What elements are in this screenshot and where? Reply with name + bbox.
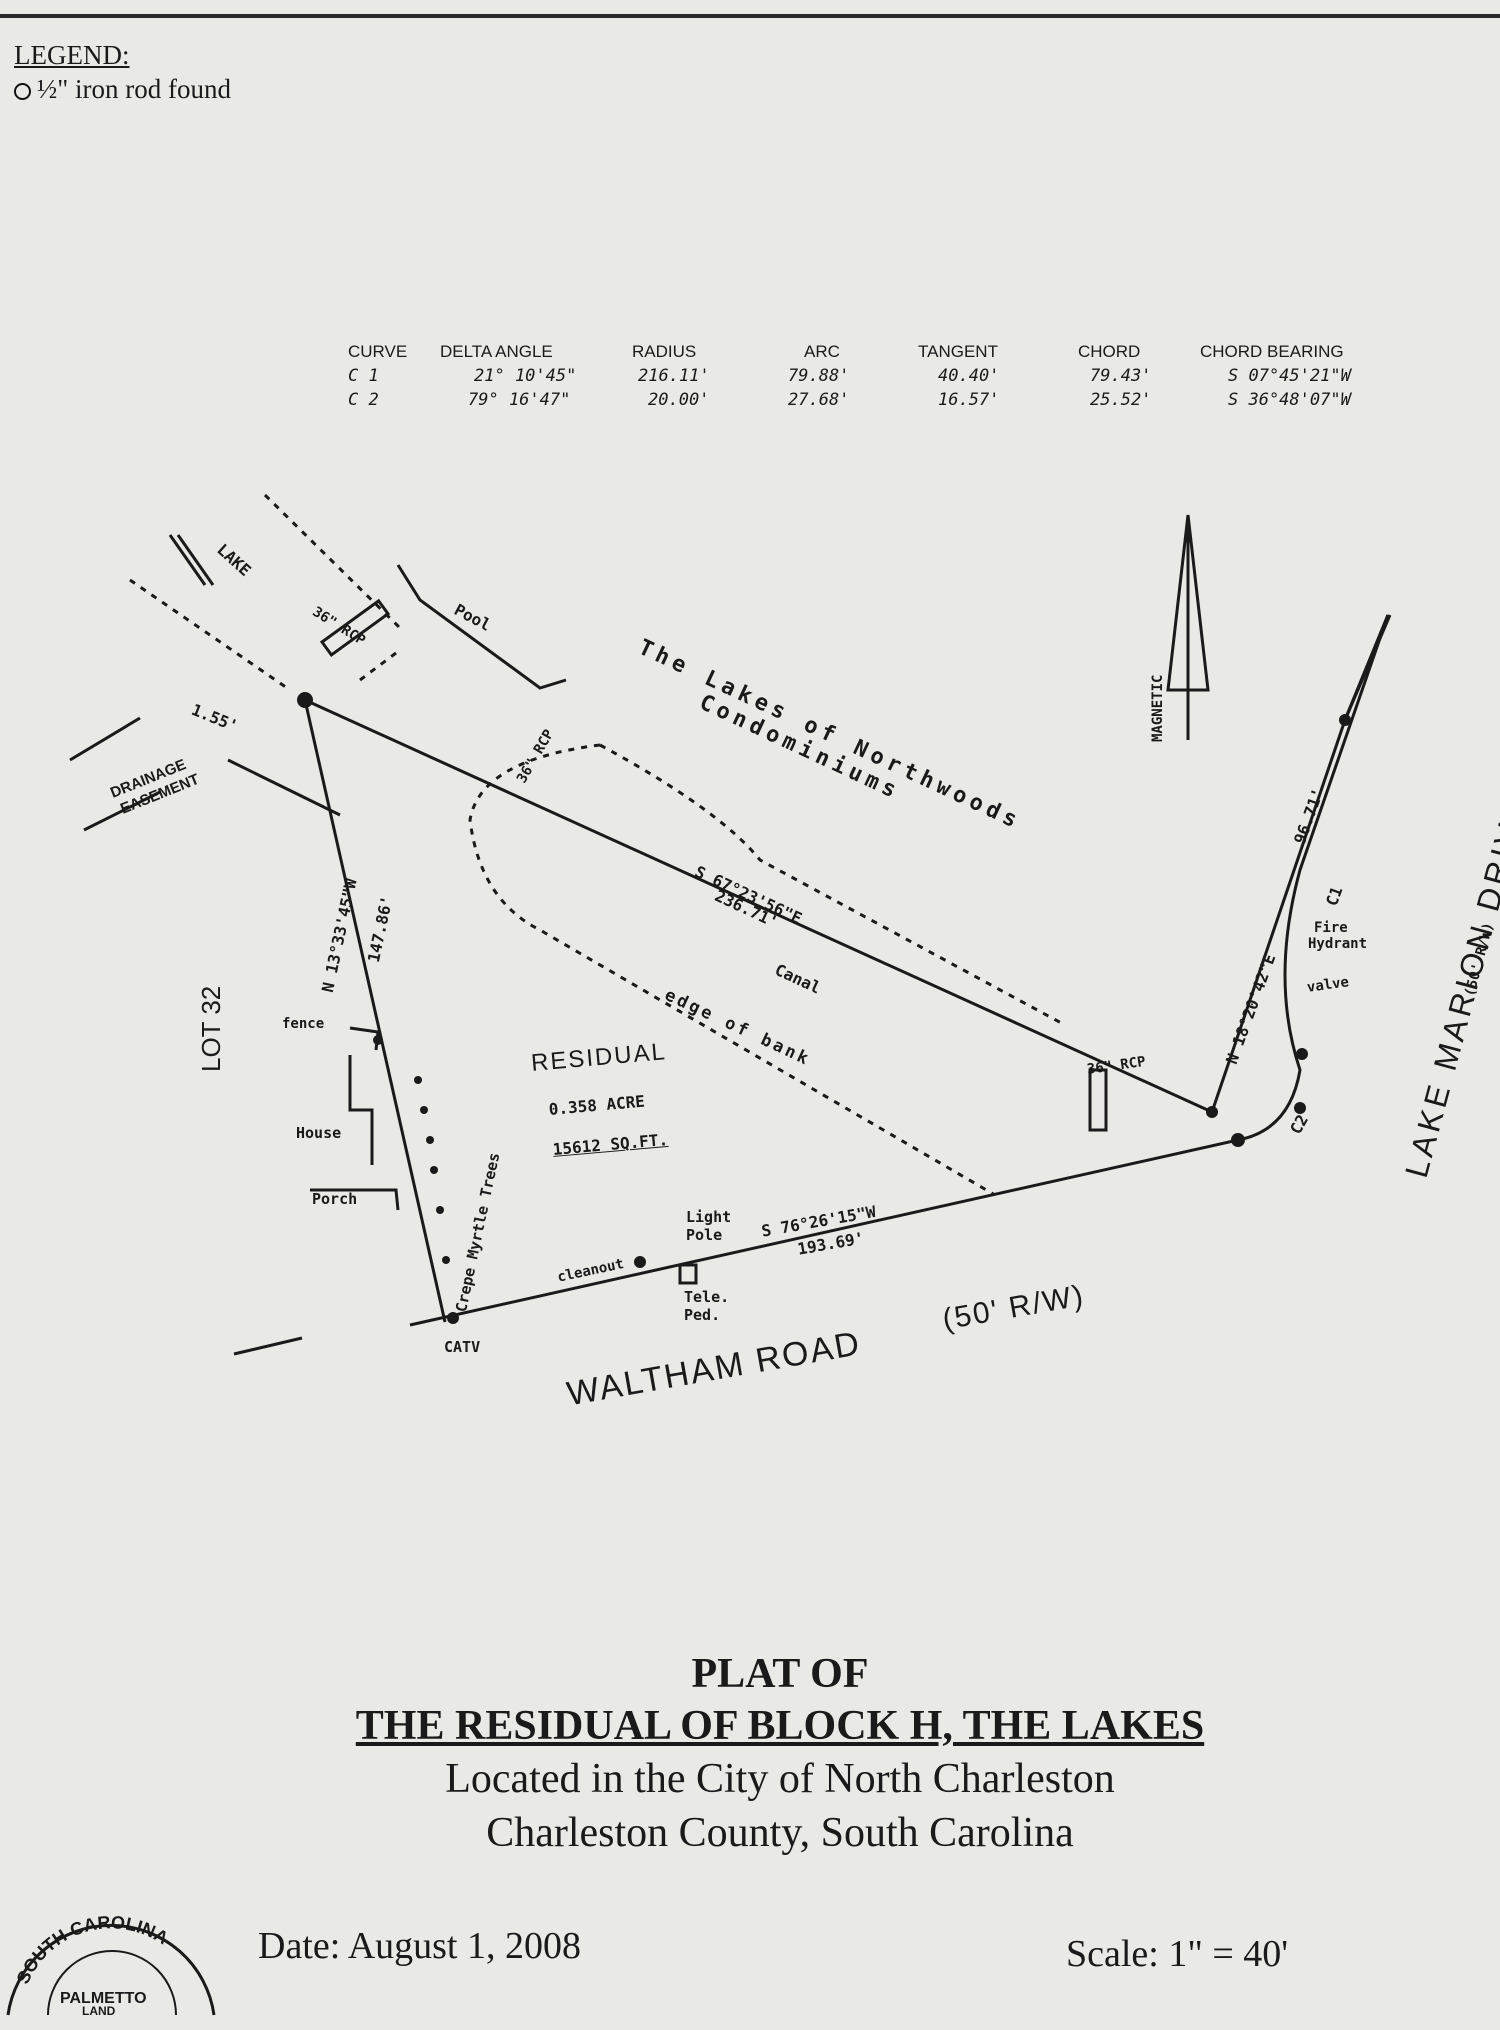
edge-of-bank-dashed	[468, 743, 996, 1197]
fire-hydrant-label-2: Hydrant	[1308, 936, 1368, 952]
curve-col-radius: RADIUS 216.11' 20.00'	[632, 340, 710, 412]
iron-rod-se	[1231, 1133, 1245, 1147]
row-c2-bearing: S 36°48'07"W	[1228, 390, 1351, 410]
canal-edge-dashed	[599, 743, 1066, 1027]
row-c2-radius: 20.00'	[648, 390, 710, 410]
west-boundary-line	[303, 699, 447, 1323]
title-line-2: THE RESIDUAL OF BLOCK H, THE LAKES	[355, 1703, 1205, 1749]
header-delta-angle: DELTA ANGLE	[440, 342, 553, 361]
south-boundary-line	[409, 1138, 1239, 1327]
header-curve: CURVE	[348, 342, 408, 361]
title-block: PLAT OF THE RESIDUAL OF BLOCK H, THE LAK…	[300, 1648, 1260, 1860]
title-line-3: Located in the City of North Charleston	[445, 1756, 1115, 1802]
lot-32-label: LOT 32	[196, 985, 226, 1072]
porch-outline	[310, 1188, 400, 1211]
seal-arc-text: SOUTH CAROLINA	[13, 1912, 172, 1987]
north-boundary-line	[304, 698, 1213, 1114]
valve-dot	[1296, 1048, 1308, 1060]
catv-marker	[447, 1312, 459, 1324]
curve-col-arc: ARC 79.88' 27.68'	[788, 340, 849, 412]
curve-col-delta: DELTA ANGLE 21° 10'45" 79° 16'47"	[440, 340, 576, 412]
row-c1-chord: 79.43'	[1090, 366, 1152, 386]
row-c1-curve: C 1	[348, 366, 379, 386]
header-chord-bearing: CHORD BEARING	[1200, 342, 1344, 361]
iron-rod-nw	[297, 692, 313, 708]
scale-label: Scale: 1" = 40'	[1066, 1933, 1289, 1975]
iron-rod-e	[1339, 714, 1351, 726]
legend-item-label: ½" iron rod found	[37, 74, 231, 104]
header-radius: RADIUS	[632, 342, 697, 361]
porch-label: Porch	[312, 1190, 358, 1208]
iron-rod-icon	[14, 83, 31, 101]
date-label: Date: August 1, 2008	[258, 1925, 581, 1967]
row-c1-radius: 216.11'	[638, 366, 710, 386]
curve-col-chord: CHORD 79.43' 25.52'	[1078, 340, 1151, 412]
east-boundary-line	[1210, 719, 1347, 1113]
row-c2-tangent: 16.57'	[938, 390, 1000, 410]
header-arc: ARC	[804, 342, 840, 361]
row-c2-curve: C 2	[348, 390, 379, 410]
header-tangent: TANGENT	[918, 342, 998, 361]
lake-edge-dashed	[263, 493, 402, 630]
culvert-east	[1088, 1068, 1108, 1132]
row-c1-bearing: S 07°45'21"W	[1228, 366, 1351, 386]
culvert-top	[319, 598, 391, 658]
fence-label: fence	[282, 1016, 325, 1032]
iron-rod-ne	[1206, 1106, 1218, 1118]
light-pole-label-2: Pole	[686, 1226, 723, 1244]
catv-label: CATV	[444, 1338, 481, 1356]
seal-inner-2: LAND	[82, 2004, 116, 2018]
house-label: House	[296, 1124, 342, 1142]
legend-title: LEGEND:	[14, 40, 130, 70]
tele-ped-label-2: Ped.	[684, 1306, 721, 1324]
tree-dots	[414, 1076, 450, 1264]
magnetic-label: MAGNETIC	[1150, 674, 1166, 742]
legend: LEGEND: ½" iron rod found	[14, 38, 231, 106]
curve-col-tangent: TANGENT 40.40' 16.57'	[918, 340, 999, 412]
surveyor-seal: SOUTH CAROLINA PALMETTO LAND	[6, 1912, 216, 2018]
title-line-4: Charleston County, South Carolina	[486, 1810, 1074, 1856]
title-line-1: PLAT OF	[691, 1651, 869, 1697]
light-pole-label-1: Light	[686, 1208, 732, 1226]
lake-marion-drive-curve	[1237, 614, 1390, 1142]
curve-col-name: CURVE C 1 C 2	[348, 340, 407, 412]
row-c1-delta: 21° 10'45"	[474, 366, 577, 386]
header-chord: CHORD	[1078, 342, 1141, 361]
row-c1-arc: 79.88'	[788, 366, 850, 386]
easement-line	[227, 758, 341, 817]
row-c2-delta: 79° 16'47"	[468, 390, 571, 410]
light-pole-marker	[634, 1256, 646, 1268]
legend-item: ½" iron rod found	[14, 72, 231, 106]
row-c1-tangent: 40.40'	[938, 366, 1000, 386]
row-c2-arc: 27.68'	[788, 390, 850, 410]
curve-table: CURVE C 1 C 2 DELTA ANGLE 21° 10'45" 79°…	[340, 340, 1420, 440]
top-border-rule	[0, 14, 1500, 18]
pool-wall	[396, 564, 567, 690]
tele-ped-box	[678, 1263, 698, 1285]
curve-col-bearing: CHORD BEARING S 07°45'21"W S 36°48'07"W	[1200, 340, 1351, 412]
tele-ped-label-1: Tele.	[684, 1288, 730, 1306]
fire-hydrant-label-1: Fire	[1314, 920, 1348, 936]
row-c2-chord: 25.52'	[1090, 390, 1152, 410]
house-outline	[348, 1055, 374, 1165]
